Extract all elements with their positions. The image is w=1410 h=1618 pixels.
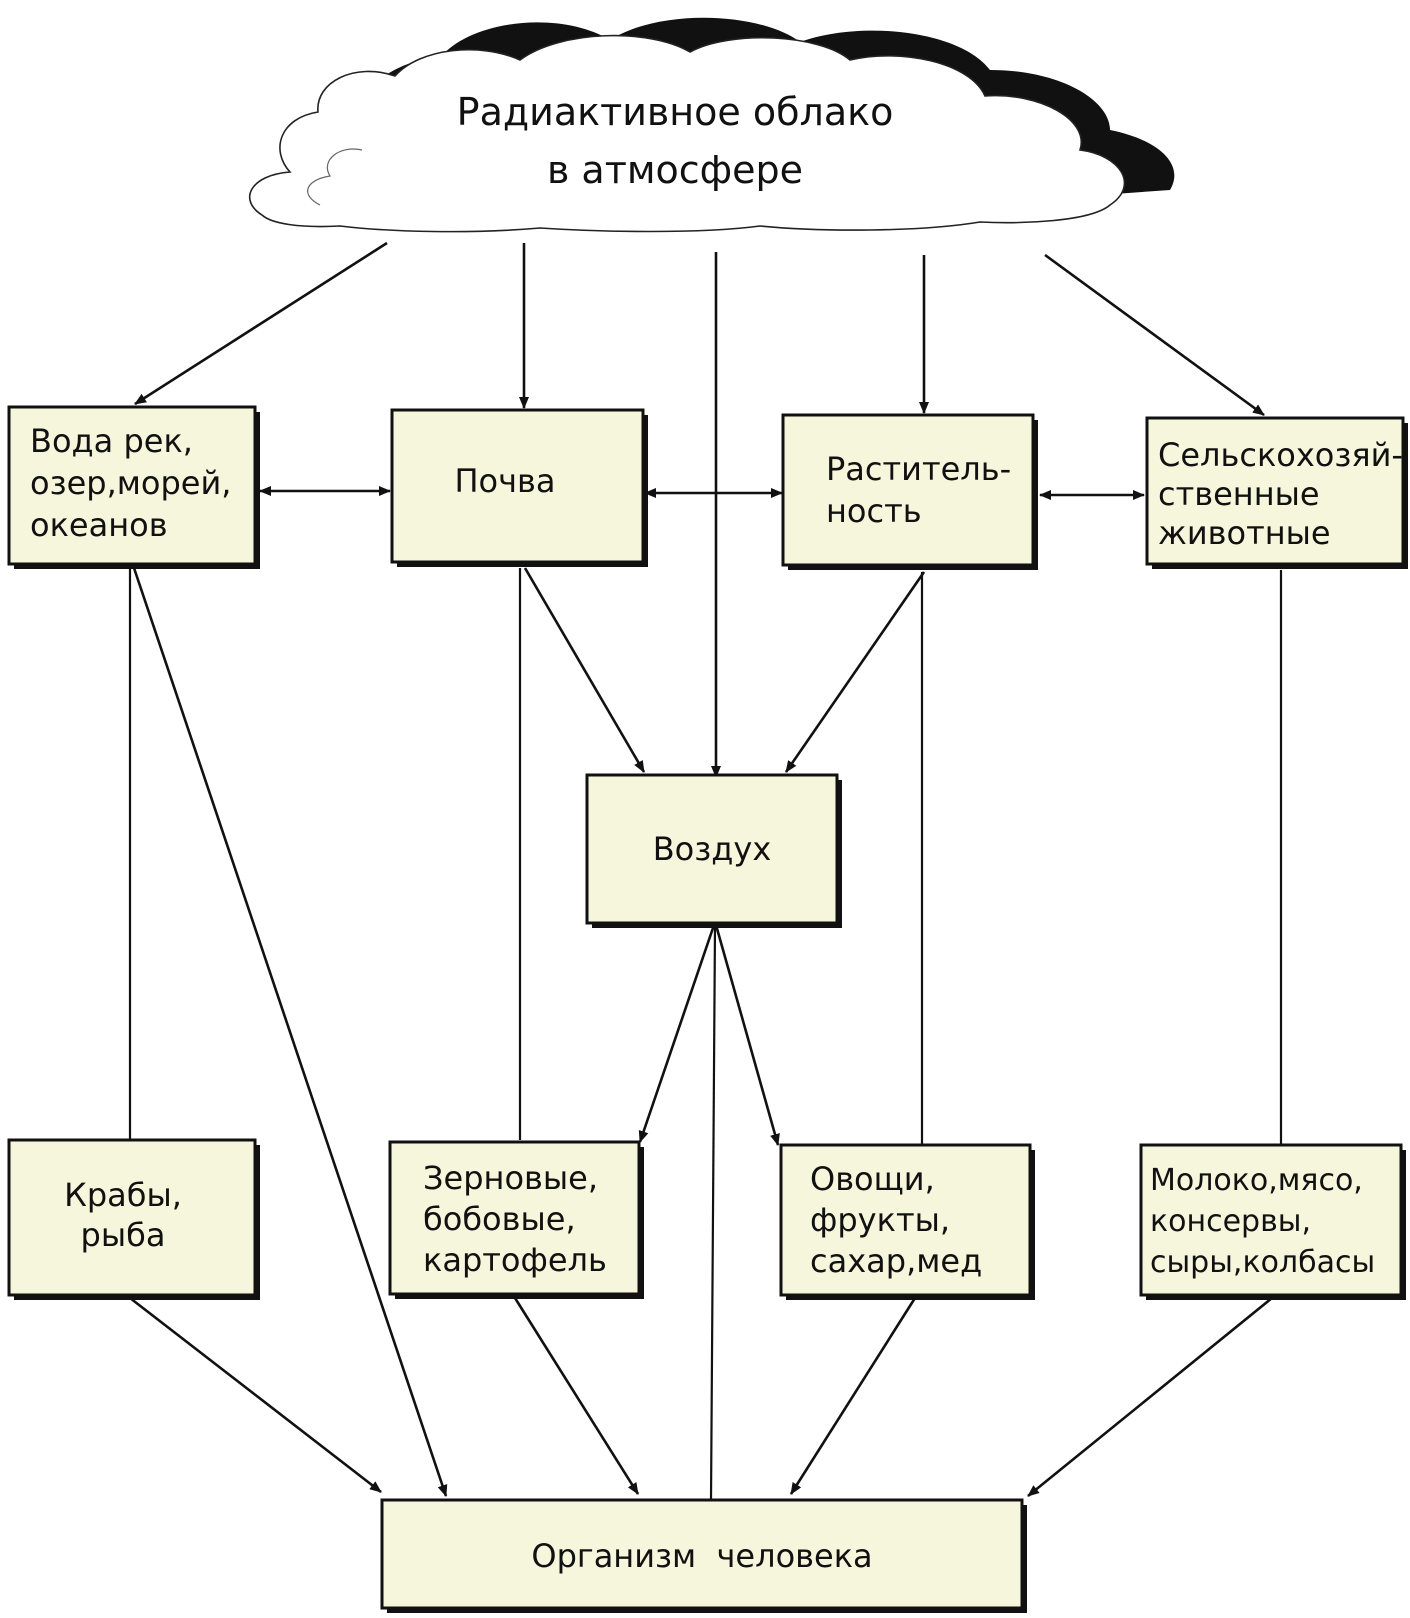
node-water-line2: озер,морей, — [30, 464, 231, 502]
node-crabs-line1: Крабы, — [64, 1176, 182, 1214]
edge-water-human — [132, 567, 448, 1497]
node-soil: Почва — [390, 408, 648, 567]
node-grains: Зерновые, бобовые, картофель — [388, 1140, 644, 1299]
node-grains-line2: бобовые, — [423, 1200, 576, 1238]
cloud-title-line2: в атмосфере — [547, 148, 803, 192]
edges — [128, 241, 1283, 1501]
node-crabs: Крабы, рыба — [7, 1138, 260, 1300]
edge-crabs-human — [129, 1296, 382, 1494]
node-vegetables: Овощи, фрукты, сахар,мед — [779, 1143, 1035, 1300]
node-dairy: Молоко,мясо, консервы, сыры,колбасы — [1139, 1143, 1406, 1300]
edge-grains-human — [513, 1297, 640, 1495]
node-grains-line1: Зерновые, — [423, 1159, 598, 1197]
edge-vegetation-air — [784, 571, 926, 773]
cloud-body — [249, 34, 1126, 233]
node-water-line3: океанов — [30, 506, 168, 544]
node-farm-animals-line2: ственные — [1158, 475, 1320, 513]
node-dairy-line1: Молоко,мясо, — [1150, 1163, 1363, 1198]
node-dairy-line3: сыры,колбасы — [1150, 1245, 1375, 1280]
node-vegetation-line2: ность — [826, 492, 922, 530]
node-grains-line3: картофель — [423, 1241, 607, 1279]
node-human: Организм человека — [380, 1498, 1027, 1613]
edge-air-human — [709, 924, 717, 1501]
node-air: Воздух — [585, 773, 842, 928]
node-air-line1: Воздух — [653, 830, 772, 868]
edge-vegetables-human — [789, 1297, 917, 1495]
node-vegetation-line1: Раститель- — [826, 450, 1011, 488]
node-farm-animals-line3: животные — [1158, 514, 1331, 552]
node-water-line1: Вода рек, — [30, 422, 193, 460]
node-vegetation: Раститель- ность — [781, 413, 1038, 570]
node-crabs-line2: рыба — [81, 1216, 166, 1254]
edge-air-vegetables — [714, 924, 780, 1146]
edge-dairy-human — [1027, 1296, 1273, 1498]
node-vegetables-line1: Овощи, — [810, 1160, 935, 1198]
edge-cloud-farm-animals — [1044, 253, 1265, 417]
edge-air-grains — [638, 924, 716, 1143]
edge-soil-air — [523, 567, 646, 773]
edge-cloud-water — [134, 241, 388, 406]
node-farm-animals-line1: Сельскохозяй- — [1158, 436, 1403, 474]
radioactive-cloud: Радиактивное облако в атмосфере — [249, 17, 1175, 233]
node-dairy-line2: консервы, — [1150, 1204, 1311, 1239]
cloud-inner-contour — [307, 148, 363, 206]
cloud-title-line1: Радиактивное облако — [457, 90, 894, 134]
node-farm-animals: Сельскохозяй- ственные животные — [1145, 416, 1408, 569]
node-human-line1: Организм человека — [531, 1537, 872, 1575]
node-vegetables-line3: сахар,мед — [810, 1242, 982, 1280]
node-vegetables-line2: фрукты, — [810, 1201, 950, 1239]
node-soil-line1: Почва — [454, 462, 555, 500]
node-water: Вода рек, озер,морей, океанов — [7, 405, 260, 569]
